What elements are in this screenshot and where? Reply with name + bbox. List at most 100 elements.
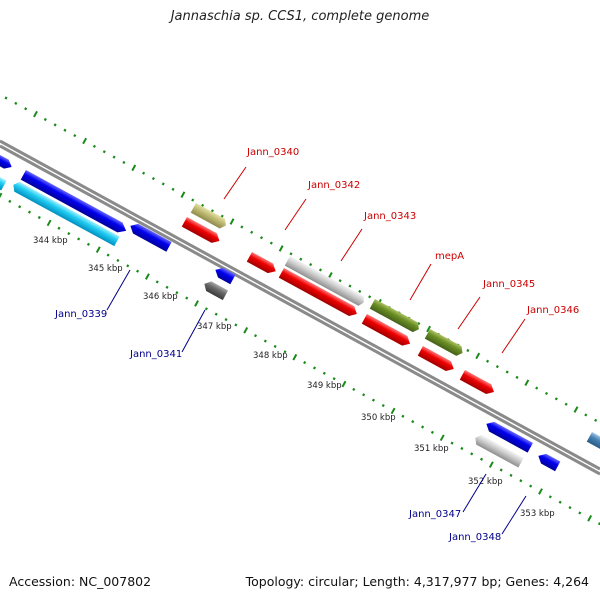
gene-arrow-olive	[424, 329, 463, 356]
gene-labels-top: Jann_0340 Jann_0342 Jann_0343 mepA Jann_…	[246, 147, 579, 316]
minor-tick	[263, 339, 267, 343]
minor-tick	[24, 107, 28, 111]
major-tick	[488, 461, 494, 468]
minor-tick	[37, 215, 41, 220]
minor-tick	[57, 226, 61, 230]
gene-labels-bottom: Jann_0339 Jann_0341 Jann_0347 Jann_0348	[54, 309, 501, 543]
scale-label: 353 kbp	[520, 509, 555, 519]
gene-label: Jann_0343	[363, 211, 416, 222]
minor-tick	[309, 262, 313, 267]
minor-tick	[112, 155, 116, 159]
minor-tick	[401, 414, 405, 418]
gene-arrow-red	[246, 252, 276, 274]
major-tick	[95, 246, 101, 254]
minor-tick	[299, 257, 303, 261]
minor-tick	[417, 322, 421, 326]
minor-tick	[338, 279, 342, 283]
gene-arrow-red	[278, 268, 357, 316]
minor-tick	[450, 441, 454, 445]
minor-tick	[509, 473, 513, 477]
minor-tick	[535, 386, 539, 390]
minor-tick	[548, 495, 552, 499]
minor-tick	[470, 452, 474, 456]
minor-tick	[273, 344, 277, 349]
major-tick	[475, 352, 481, 360]
gene-arrow-blue	[130, 223, 172, 252]
minor-tick	[505, 370, 509, 374]
minor-tick	[466, 348, 470, 353]
minor-tick	[564, 402, 568, 406]
minor-tick	[352, 387, 356, 391]
minor-tick	[67, 232, 71, 236]
gene-arrow-blue	[215, 267, 236, 285]
major-tick	[426, 325, 431, 333]
genome-title: Jannaschia sp. CCS1, complete genome	[170, 9, 430, 24]
gene-arrow-blue	[538, 453, 561, 472]
minor-tick	[322, 371, 326, 375]
gene-label: Jann_0345	[482, 279, 535, 290]
backbone-line-lower	[0, 144, 600, 476]
major-tick	[33, 110, 38, 118]
callouts-bottom	[106, 269, 527, 535]
gene-label: Jann_0348	[448, 532, 501, 543]
minor-tick	[269, 241, 273, 245]
minor-tick	[77, 237, 81, 241]
reverse-strand-genes	[0, 175, 561, 472]
major-tick	[439, 434, 445, 442]
gene-label: Jann_0339	[54, 309, 107, 320]
minor-tick	[578, 511, 582, 515]
minor-tick	[371, 398, 375, 402]
minor-tick	[253, 334, 258, 338]
minor-tick	[381, 403, 385, 408]
genome-summary-text: Topology: circular; Length: 4,317,977 bp…	[245, 574, 589, 589]
minor-tick	[151, 177, 155, 181]
minor-tick	[224, 317, 228, 322]
gene-label: Jann_0341	[129, 349, 182, 360]
minor-tick	[43, 117, 47, 122]
forward-strand-genes	[0, 140, 600, 457]
minor-tick	[318, 268, 323, 272]
minor-tick	[499, 468, 503, 472]
gene-arrow-cyan	[0, 175, 7, 191]
minor-tick	[250, 230, 254, 234]
gene-arrow-darkgray	[204, 281, 229, 301]
minor-tick	[362, 393, 366, 397]
minor-tick	[53, 123, 57, 127]
minor-tick	[165, 285, 169, 289]
major-tick	[180, 191, 186, 198]
gene-arrow-blue	[486, 421, 533, 453]
minor-tick	[86, 242, 90, 246]
minor-tick	[430, 430, 434, 434]
gene-arrow-red	[417, 346, 454, 371]
minor-tick	[480, 457, 484, 461]
major-tick	[131, 164, 137, 172]
minor-tick	[529, 484, 533, 488]
major-tick	[46, 219, 52, 227]
minor-tick	[27, 210, 32, 214]
minor-tick	[116, 258, 120, 263]
minor-tick	[126, 264, 130, 268]
minor-tick	[368, 295, 372, 299]
minor-tick	[240, 225, 244, 229]
minor-tick	[515, 375, 519, 379]
accession-text: Accession: NC_007802	[9, 574, 152, 589]
minor-tick	[568, 506, 572, 510]
minor-tick	[122, 160, 126, 165]
gene-arrow-olive	[369, 299, 419, 333]
minor-tick	[358, 289, 362, 293]
minor-tick	[63, 128, 67, 132]
minor-tick	[73, 134, 77, 138]
minor-tick	[460, 446, 464, 451]
gene-arrow-silver	[284, 256, 364, 306]
backbone-line-upper	[0, 139, 600, 471]
scale-labels: 344 kbp 345 kbp 346 kbp 347 kbp 348 kbp …	[33, 236, 555, 519]
scale-label: 350 kbp	[361, 413, 396, 423]
minor-tick	[142, 171, 146, 175]
minor-tick	[421, 425, 425, 429]
gene-arrow-cyan	[13, 181, 120, 247]
gene-arrow-silver	[475, 434, 524, 468]
major-tick	[0, 192, 3, 199]
scale-label: 349 kbp	[307, 381, 342, 391]
gene-arrow-red	[181, 217, 220, 243]
